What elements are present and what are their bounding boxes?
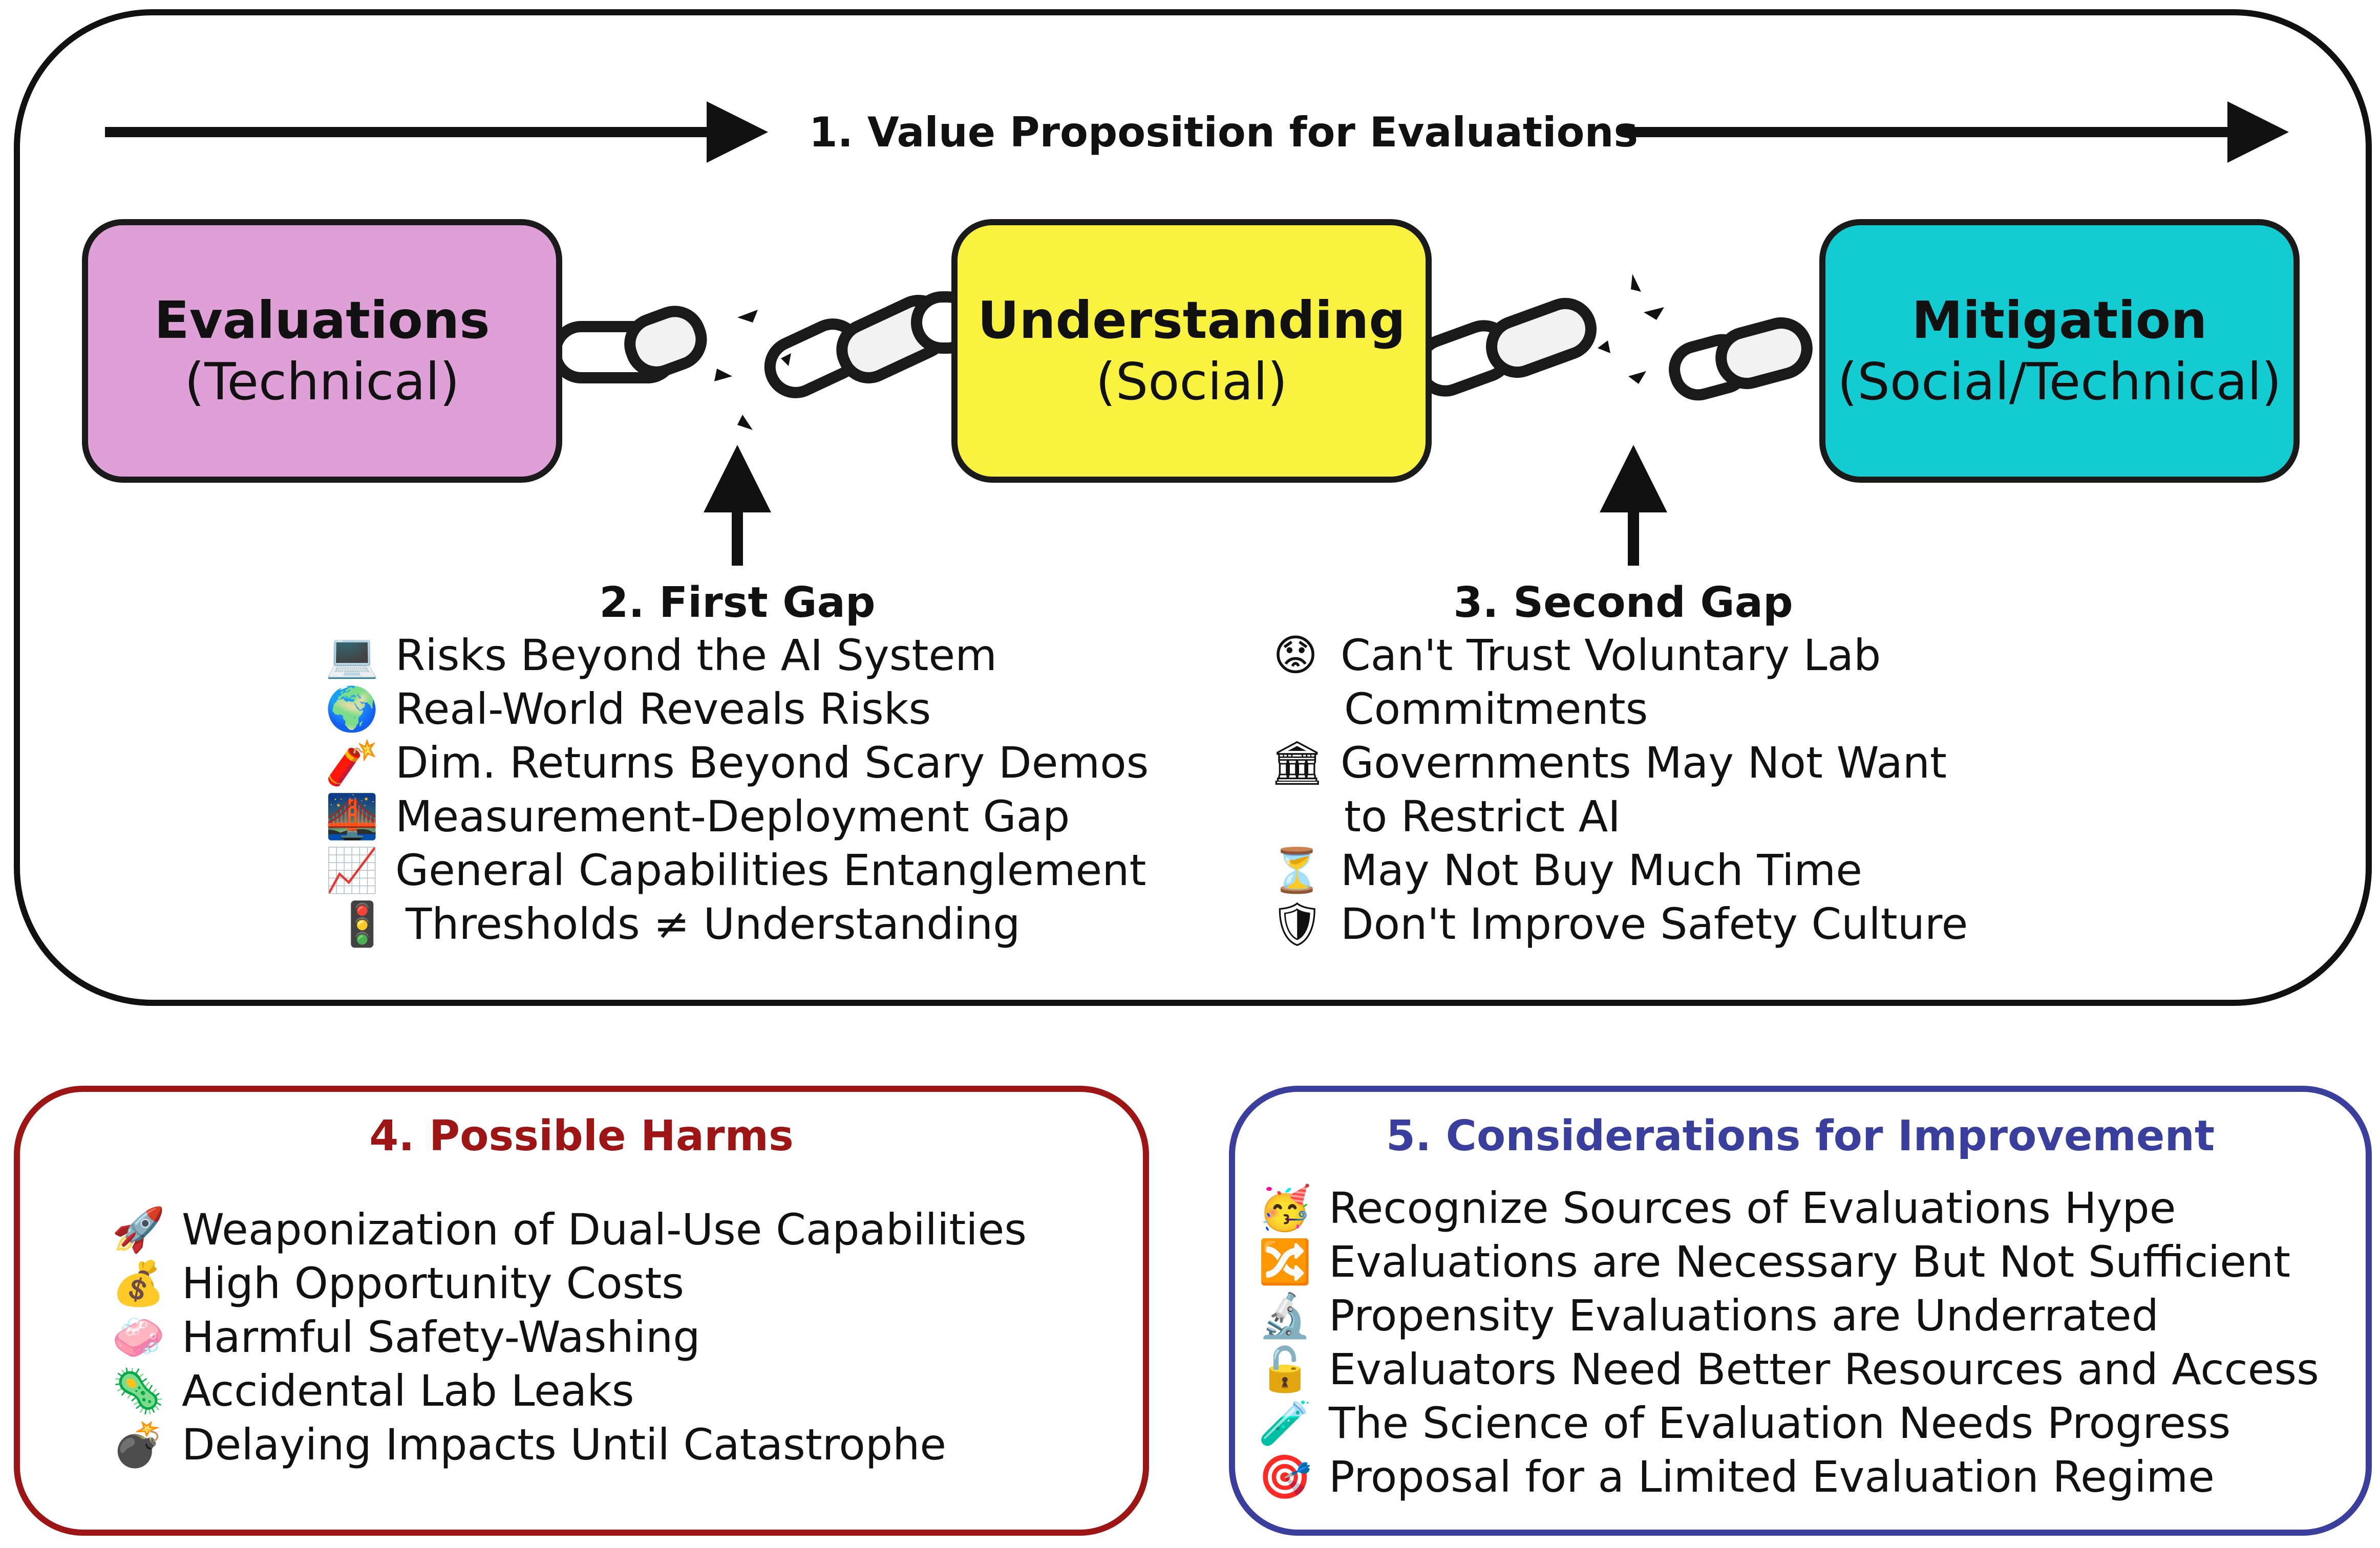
soap-icon: 🧼 — [112, 1312, 165, 1362]
night-bridge-icon: 🌉 — [325, 791, 379, 842]
value-proposition-frame — [14, 9, 2372, 1006]
evaluations-title: Evaluations — [154, 290, 490, 350]
firecracker-icon: 🧨 — [325, 738, 379, 788]
understanding-box: Understanding (Social) — [951, 219, 1432, 483]
chain-fragments-right — [1598, 274, 1664, 384]
shuffle-icon: 🔀 — [1258, 1237, 1312, 1287]
mitigation-subtitle: (Social/Technical) — [1837, 351, 2282, 412]
consideration-item: Evaluators Need Better Resources and Acc… — [1329, 1344, 2319, 1394]
understanding-subtitle: (Social) — [1095, 351, 1288, 412]
value-proposition-title: 1. Value Proposition for Evaluations — [809, 109, 1639, 156]
rocket-icon: 🚀 — [112, 1205, 165, 1255]
microscope-icon: 🔬 — [1258, 1291, 1312, 1341]
harm-item: Delaying Impacts Until Catastrophe — [182, 1420, 947, 1470]
consideration-item: Propensity Evaluations are Underrated — [1329, 1291, 2159, 1341]
first-gap-item: Risks Beyond the AI System — [395, 630, 997, 680]
second-gap-item: Don't Improve Safety Culture — [1341, 899, 1968, 949]
government-building-icon: 🏛 — [1270, 738, 1325, 788]
broken-chain-right — [1414, 297, 1813, 401]
globe-icon: 🌍 — [325, 684, 379, 734]
first-gap-title: 2. First Gap — [599, 578, 876, 627]
hourglass-icon: ⏳ — [1270, 845, 1324, 895]
harm-item: Harmful Safety-Washing — [182, 1312, 700, 1362]
second-gap-title: 3. Second Gap — [1453, 578, 1793, 627]
first-gap-item: Measurement-Deployment Gap — [395, 791, 1070, 842]
possible-harms-frame — [14, 1086, 1149, 1536]
chart-increasing-icon: 📈 — [325, 845, 379, 895]
test-tube-icon: 🧪 — [1258, 1398, 1312, 1448]
party-face-icon: 🥳 — [1258, 1183, 1312, 1233]
second-gap-item: May Not Buy Much Time — [1341, 845, 1862, 895]
laptop-icon: 💻 — [325, 630, 379, 680]
second-gap-item: Governments May Not Want — [1341, 738, 1947, 788]
mitigation-title: Mitigation — [1911, 290, 2207, 350]
evaluations-box: Evaluations (Technical) — [82, 219, 562, 483]
understanding-title: Understanding — [978, 290, 1406, 350]
considerations-title: 5. Considerations for Improvement — [1386, 1112, 2215, 1160]
microbe-icon: 🦠 — [112, 1366, 165, 1416]
first-gap-item: General Capabilities Entanglement — [395, 845, 1146, 895]
chain-fragments-left — [714, 310, 791, 430]
worried-face-icon: 😟 — [1273, 630, 1318, 680]
second-gap-item-continued: Commitments — [1344, 684, 1648, 734]
first-gap-item: Thresholds ≠ Understanding — [406, 899, 1021, 949]
consideration-item: Evaluations are Necessary But Not Suffic… — [1329, 1237, 2291, 1287]
harm-item: Weaponization of Dual-Use Capabilities — [182, 1205, 1027, 1255]
harm-item: Accidental Lab Leaks — [182, 1366, 634, 1416]
possible-harms-title: 4. Possible Harms — [369, 1112, 794, 1160]
target-icon: 🎯 — [1258, 1452, 1312, 1502]
traffic-light-icon: 🚦 — [335, 899, 389, 949]
consideration-item: Proposal for a Limited Evaluation Regime — [1329, 1452, 2215, 1502]
unlocked-icon: 🔓 — [1258, 1344, 1312, 1394]
broken-chain-left — [550, 291, 979, 398]
first-gap-item: Dim. Returns Beyond Scary Demos — [395, 738, 1149, 788]
consideration-item: Recognize Sources of Evaluations Hype — [1329, 1183, 2176, 1233]
considerations-frame — [1229, 1086, 2372, 1536]
first-gap-item: Real-World Reveals Risks — [395, 684, 931, 734]
bomb-icon: 💣 — [112, 1420, 165, 1470]
mitigation-box: Mitigation (Social/Technical) — [1819, 219, 2300, 483]
second-gap-item-continued: to Restrict AI — [1344, 791, 1621, 842]
harm-item: High Opportunity Costs — [182, 1258, 685, 1308]
money-bag-icon: 💰 — [112, 1258, 165, 1308]
shield-icon: 🛡 — [1270, 899, 1325, 949]
second-gap-item: Can't Trust Voluntary Lab — [1341, 630, 1881, 680]
evaluations-subtitle: (Technical) — [184, 351, 460, 412]
consideration-item: The Science of Evaluation Needs Progress — [1329, 1398, 2231, 1448]
